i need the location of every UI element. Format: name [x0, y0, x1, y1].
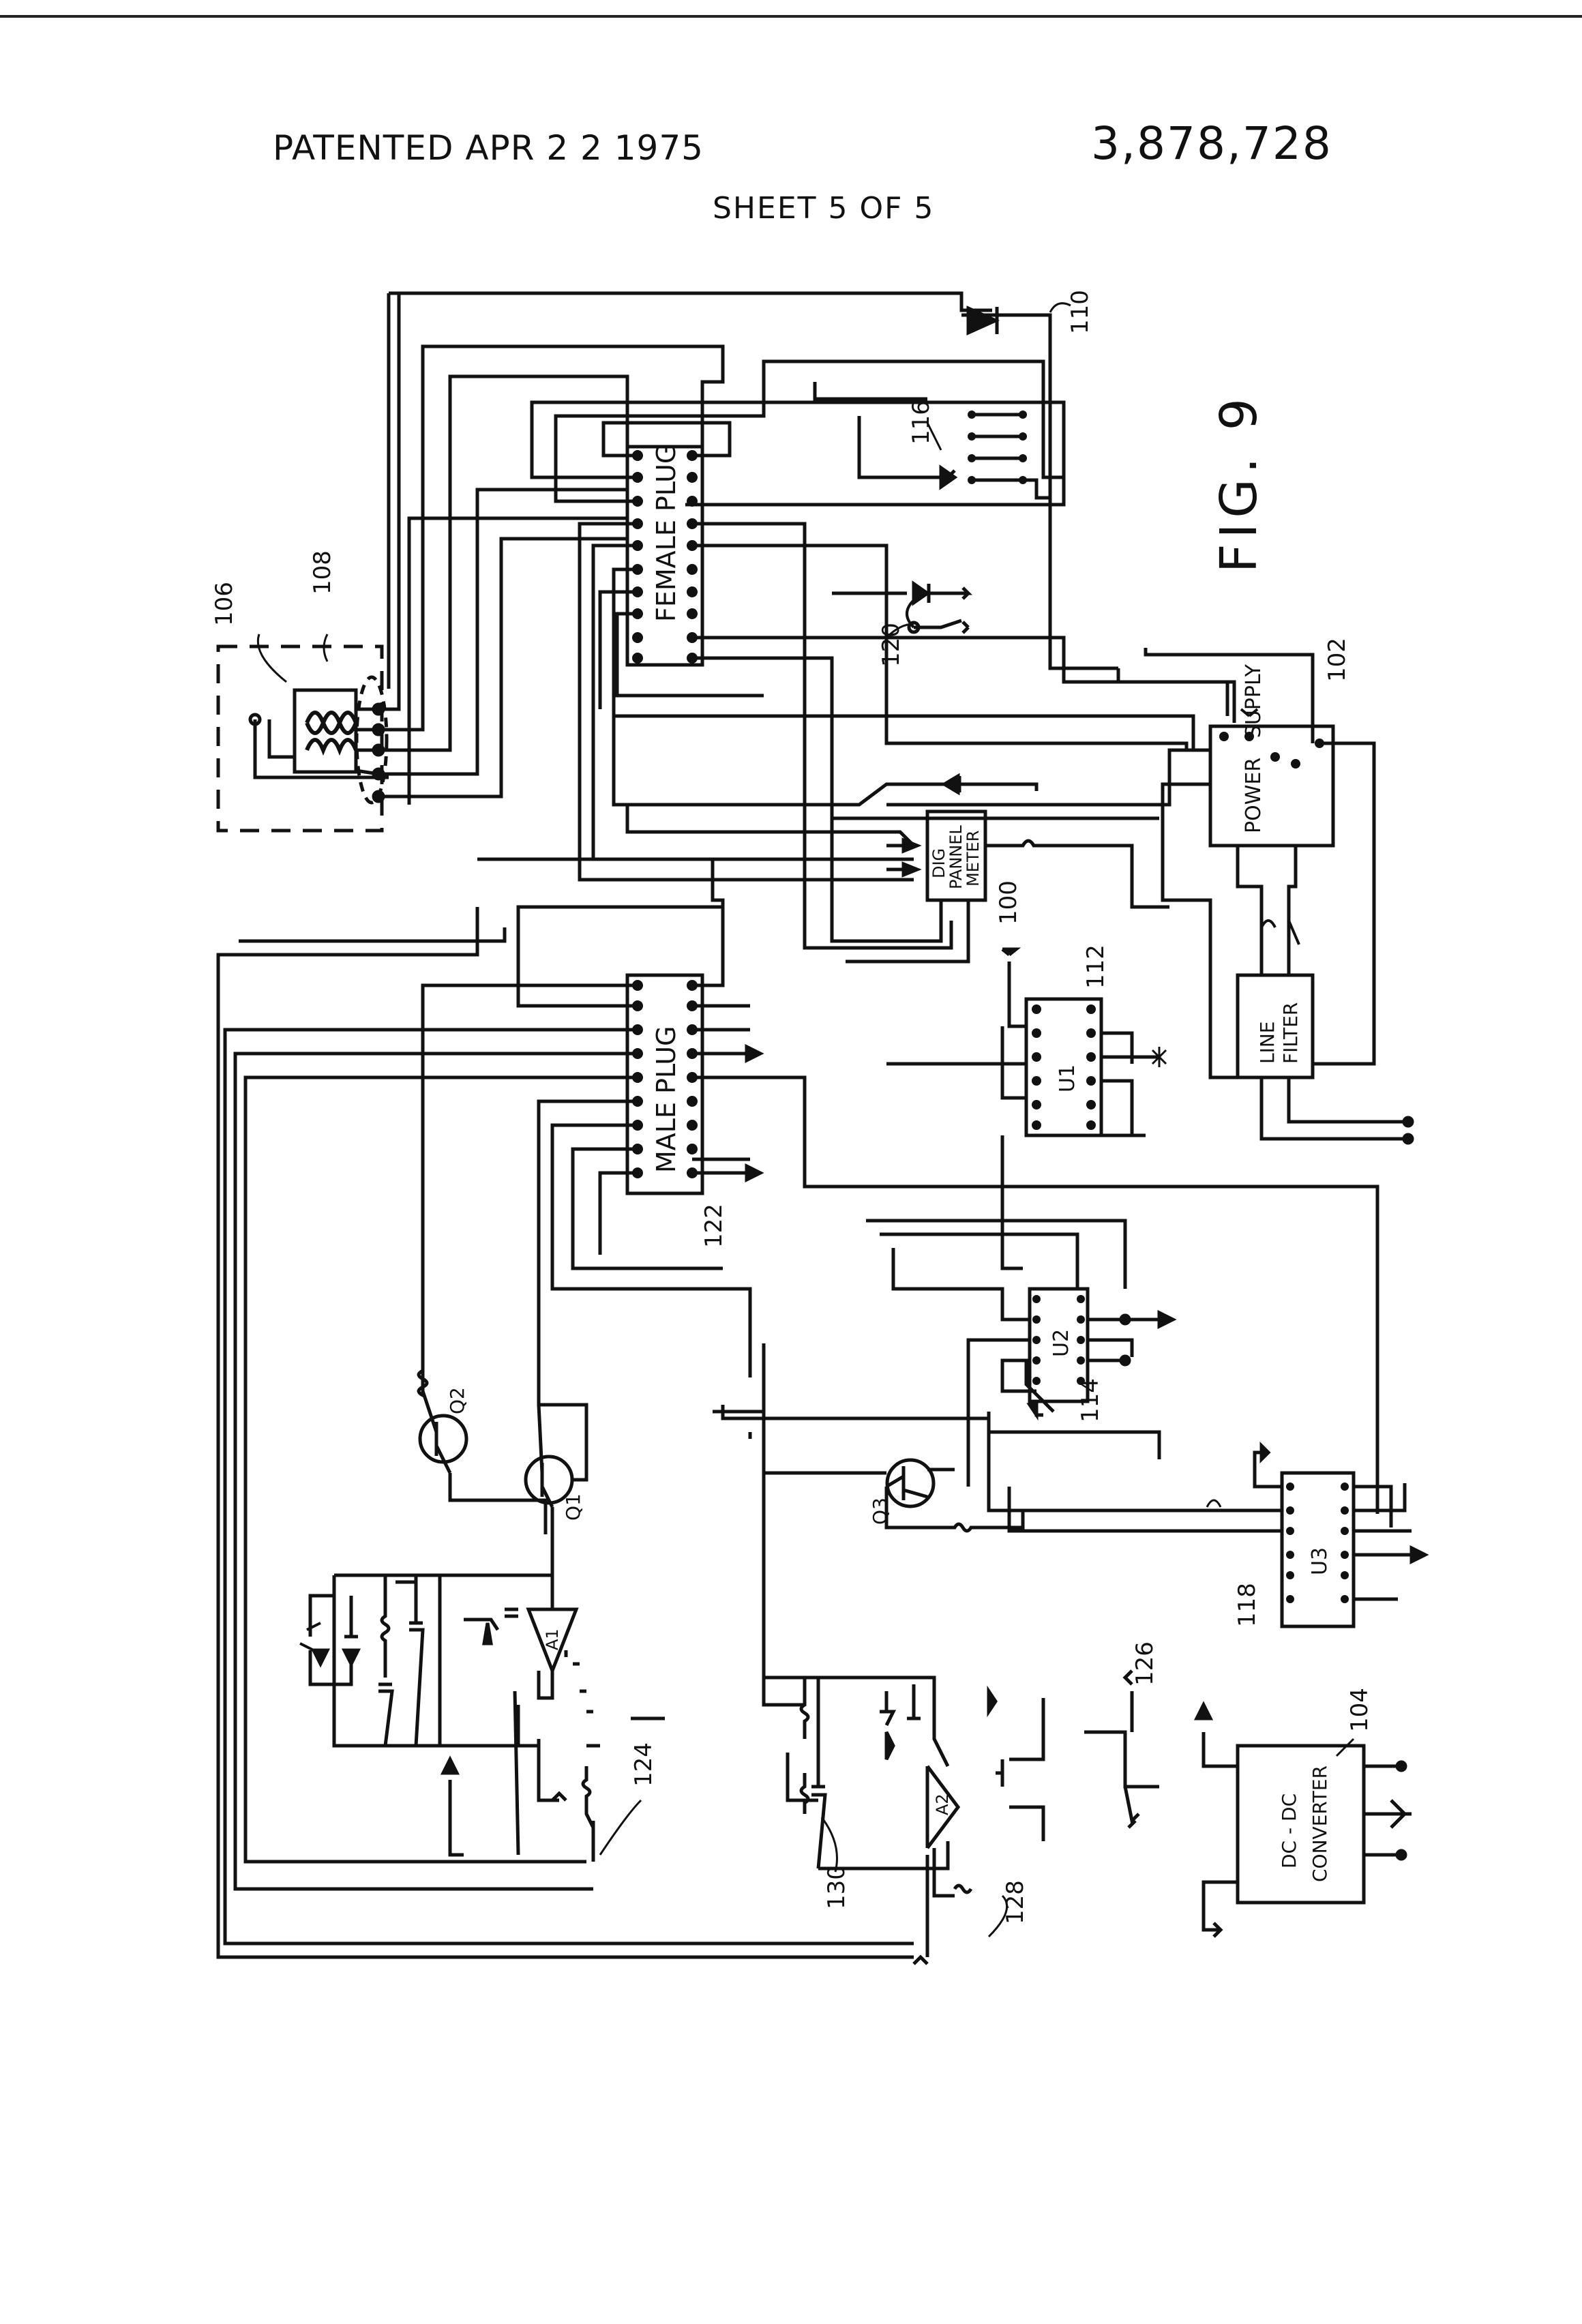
ref-130-leader — [820, 1817, 838, 1873]
line-filter-label-1: LINE — [1256, 1022, 1279, 1064]
meter-label-2: PANNEL — [946, 825, 966, 889]
female-plug-label: FEMALE PLUG — [651, 444, 681, 622]
female-plug — [625, 445, 704, 667]
u2-label: U2 — [1049, 1329, 1073, 1357]
u1-label: U1 — [1056, 1064, 1079, 1092]
q3-label: Q3 — [869, 1498, 891, 1525]
male-plug-122 — [477, 857, 764, 1195]
male-plug-label: MALE PLUG — [651, 1026, 681, 1174]
ref-116: 116 — [908, 400, 935, 445]
patent-number: 3,878,728 — [1091, 117, 1332, 170]
q1-label: Q1 — [562, 1493, 584, 1521]
power-supply-label: POWER SUPPLY — [1242, 664, 1266, 833]
ref-130: 130 — [823, 1865, 850, 1909]
dcdc-label-2: CONVERTER — [1309, 1766, 1331, 1882]
a2-label: A2 — [933, 1793, 952, 1815]
line-filter-label-2: FILTER — [1279, 1002, 1302, 1064]
patented-date: PATENTED APR 2 2 1975 — [273, 128, 704, 168]
ref-102: 102 — [1324, 638, 1351, 682]
top-rule — [0, 15, 1582, 18]
ref-126: 126 — [1131, 1641, 1159, 1686]
transistor-q3 — [713, 1410, 1025, 1533]
u2-114 — [866, 1219, 1177, 1487]
dc-dc-converter-104 — [1193, 1701, 1412, 1938]
ref-114: 114 — [1077, 1378, 1104, 1422]
ref-128-leader — [987, 1894, 1009, 1938]
ref-118: 118 — [1234, 1583, 1261, 1627]
ref-112: 112 — [1082, 944, 1109, 989]
ref-124-leader — [599, 1799, 642, 1856]
ref-100: 100 — [995, 880, 1022, 925]
dcdc-label-1: DC - DC — [1278, 1793, 1300, 1868]
u3-118 — [987, 1412, 1429, 1628]
u3-label: U3 — [1308, 1547, 1332, 1575]
meter-label-1: DIG — [929, 848, 949, 878]
diode-110-line — [387, 291, 1118, 689]
transistor-q2 — [417, 1337, 548, 1534]
ref-106: 106 — [211, 582, 238, 626]
amplifier-a1-block — [299, 1573, 665, 1862]
sheet-number: SHEET 5 OF 5 — [713, 191, 935, 226]
power-supply-102 — [886, 648, 1376, 1079]
switch-116 — [813, 382, 1050, 500]
coil-wires — [378, 291, 992, 805]
dig-panel-meter-100 — [830, 773, 1169, 964]
ref-104-leader — [1335, 1738, 1355, 1757]
u1-112 — [886, 947, 1167, 1270]
ref-110: 110 — [1066, 290, 1094, 334]
q2-label: Q2 — [446, 1387, 468, 1414]
a1-label: A1 — [543, 1628, 562, 1650]
fig-label: FIG. 9 — [1210, 393, 1268, 573]
meter-label-3: METER — [964, 831, 983, 887]
transistor-q1 — [524, 1403, 588, 1582]
ref-104: 104 — [1346, 1688, 1373, 1732]
male-plug-wiring — [216, 905, 1379, 1959]
sensor-coil-106 — [216, 634, 389, 833]
line-filter — [1236, 941, 1414, 1145]
u3-feed-wires — [721, 1187, 1379, 1510]
ref-120: 120 — [878, 623, 905, 667]
ref-108: 108 — [309, 550, 336, 595]
ref-122: 122 — [700, 1204, 728, 1248]
amplifier-a2-block — [764, 1669, 1159, 1965]
switch-120 — [832, 580, 973, 639]
ref-124: 124 — [630, 1742, 657, 1787]
